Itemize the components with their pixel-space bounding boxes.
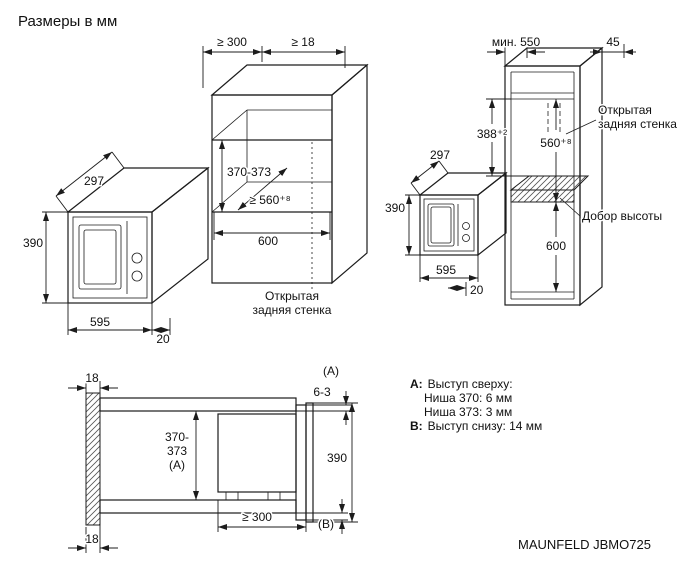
height-filler-top — [509, 175, 590, 191]
dim-section-niche-height-l1: 370- — [165, 430, 189, 444]
column-top-face — [503, 47, 604, 67]
dim-side-clearance: ≥ 18 — [291, 35, 315, 49]
dim-section-niche-height-l2: 373 — [167, 444, 187, 458]
view-column: 297 390 595 20 мин. 550 45 388⁺² 560⁺⁸ 6… — [383, 34, 679, 307]
dim-line-oven-depth — [410, 160, 440, 184]
dim-niche-width: 600 — [258, 234, 278, 248]
label-b: (B) — [318, 517, 334, 531]
dim-column-min-depth: мин. 550 — [492, 35, 541, 49]
oven-window-inner — [83, 229, 117, 285]
oven-door — [72, 216, 148, 299]
dim-oven-depth: 297 — [84, 174, 104, 188]
column-open-back-label-line2: задняя стенка — [598, 117, 677, 131]
model-name: MAUNFELD JBMO725 — [518, 537, 651, 552]
dim-top-clearance: ≥ 300 — [217, 35, 247, 49]
dim-wall-top: 18 — [85, 371, 99, 385]
extension-lines — [202, 46, 346, 240]
open-back-label-line1: Открытая — [265, 289, 319, 303]
note-a-title: A:Выступ сверху: — [410, 377, 513, 391]
oven-frame-section — [295, 404, 307, 521]
column-oven-door — [423, 198, 475, 252]
note-b-title: B:Выступ снизу: 14 мм — [410, 419, 542, 433]
dim-niche-depth: ≥ 560⁺⁸ — [249, 193, 290, 207]
oven-foot — [225, 491, 239, 501]
dim-column-oven-depth: 297 — [430, 148, 450, 162]
column-oven-knob — [462, 222, 470, 230]
niche-depth-edges — [211, 109, 332, 213]
dim-oven-frame: 20 — [156, 332, 170, 346]
dim-opening-height: 560⁺⁸ — [540, 136, 571, 150]
column-oven-window — [427, 203, 455, 247]
oven-knob — [131, 270, 143, 282]
dim-column-oven-width: 595 — [436, 263, 456, 277]
dim-line-depth — [55, 151, 113, 197]
dim-section-niche-height-l3: (A) — [169, 458, 185, 472]
dim-oven-width: 595 — [90, 315, 110, 329]
top-panel — [99, 397, 297, 412]
dim-lower-height: 600 — [546, 239, 566, 253]
dim-min-support: ≥ 300 — [242, 510, 272, 524]
oven-window — [78, 224, 122, 290]
extension-lines — [42, 151, 171, 335]
dim-wall-bottom: 18 — [85, 532, 99, 546]
notes-block: A:Выступ сверху: Ниша 370: 6 мм Ниша 373… — [409, 376, 544, 435]
column-open-back-indicator — [547, 103, 561, 132]
view-oven-front: 297 390 595 20 — [21, 151, 210, 348]
column-oven-right-face — [477, 171, 507, 257]
dim-column-oven-height: 390 — [385, 201, 405, 215]
open-back-label-line2: задняя стенка — [253, 303, 332, 317]
oven-right-face — [151, 166, 209, 305]
dim-oven-height: 390 — [23, 236, 43, 250]
oven-body-section — [217, 413, 297, 493]
column-open-back-label-line1: Открытая — [598, 103, 652, 117]
dim-column-oven-frame: 20 — [470, 283, 484, 297]
leader-lines — [559, 119, 597, 217]
view-section: 18 18 370- 373 (A) (A) 6-3 390 ≥ 300 (B) — [68, 363, 358, 553]
extension-lines — [405, 160, 479, 296]
column-oven-window-inner — [430, 206, 452, 244]
note-a-item2: Ниша 373: 3 мм — [424, 405, 512, 419]
column-oven-knob — [462, 234, 470, 242]
oven-foot — [267, 491, 281, 501]
dim-line-niche-depth — [237, 167, 288, 211]
height-filler-front — [510, 189, 575, 203]
page-title: Размеры в мм — [18, 13, 117, 30]
dim-appliance-space: 388⁺² — [477, 127, 507, 141]
dim-column-back-gap: 45 — [606, 35, 620, 49]
dim-niche-height: 370-373 — [227, 165, 271, 179]
oven-door-section — [305, 402, 314, 523]
niche-right-face — [331, 63, 368, 285]
niche-front-face — [211, 94, 333, 284]
view-niche-60: ≥ 300 ≥ 18 370-373 ≥ 560⁺⁸ 600 Открытая … — [202, 34, 369, 319]
niche-top-face — [210, 64, 369, 96]
dim-top-gap: 6-3 — [313, 385, 331, 399]
dim-front-height: 390 — [327, 451, 347, 465]
note-a-item1: Ниша 370: 6 мм — [424, 391, 512, 405]
label-a: (A) — [323, 364, 339, 378]
wall-section — [85, 392, 101, 526]
height-filler-label: Добор высоты — [582, 209, 662, 223]
oven-knob — [131, 252, 143, 264]
